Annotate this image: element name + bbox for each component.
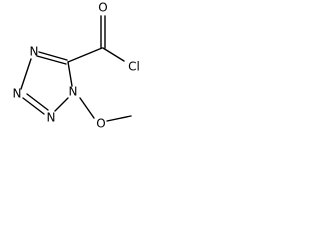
atom-label-n-methoxy: N [69,85,78,99]
bond-c5-to-carbonyl-carbon [67,47,103,63]
atom-label-oxygen-carbonyl: O [98,1,107,15]
atom-label-n-bottom: N [47,111,56,125]
bond-c5-to-n-methoxy [67,61,73,87]
bond-n-left-to-n-bottom-double [26,93,49,111]
atom-label-n-left: N [13,87,22,101]
chemical-structure-diagram: N N N N O Cl O [13,1,140,131]
bond-n-top-to-n-left [20,58,32,90]
bond-oxygen-to-methyl [106,115,132,122]
bond-carbonyl-carbon-to-chlorine [102,47,125,62]
bond-n-top-to-c5 [36,55,67,65]
bond-n-left-to-n-bottom [22,97,45,115]
atom-label-n-top: N [30,45,39,59]
bond-n-methoxy-to-oxygen [79,97,95,119]
atom-label-oxygen-methoxy: O [96,117,105,131]
bond-n-top-to-c5-double [38,51,68,61]
bond-n-bottom-to-n-methoxy [54,97,69,112]
atom-label-chlorine: Cl [128,60,140,74]
